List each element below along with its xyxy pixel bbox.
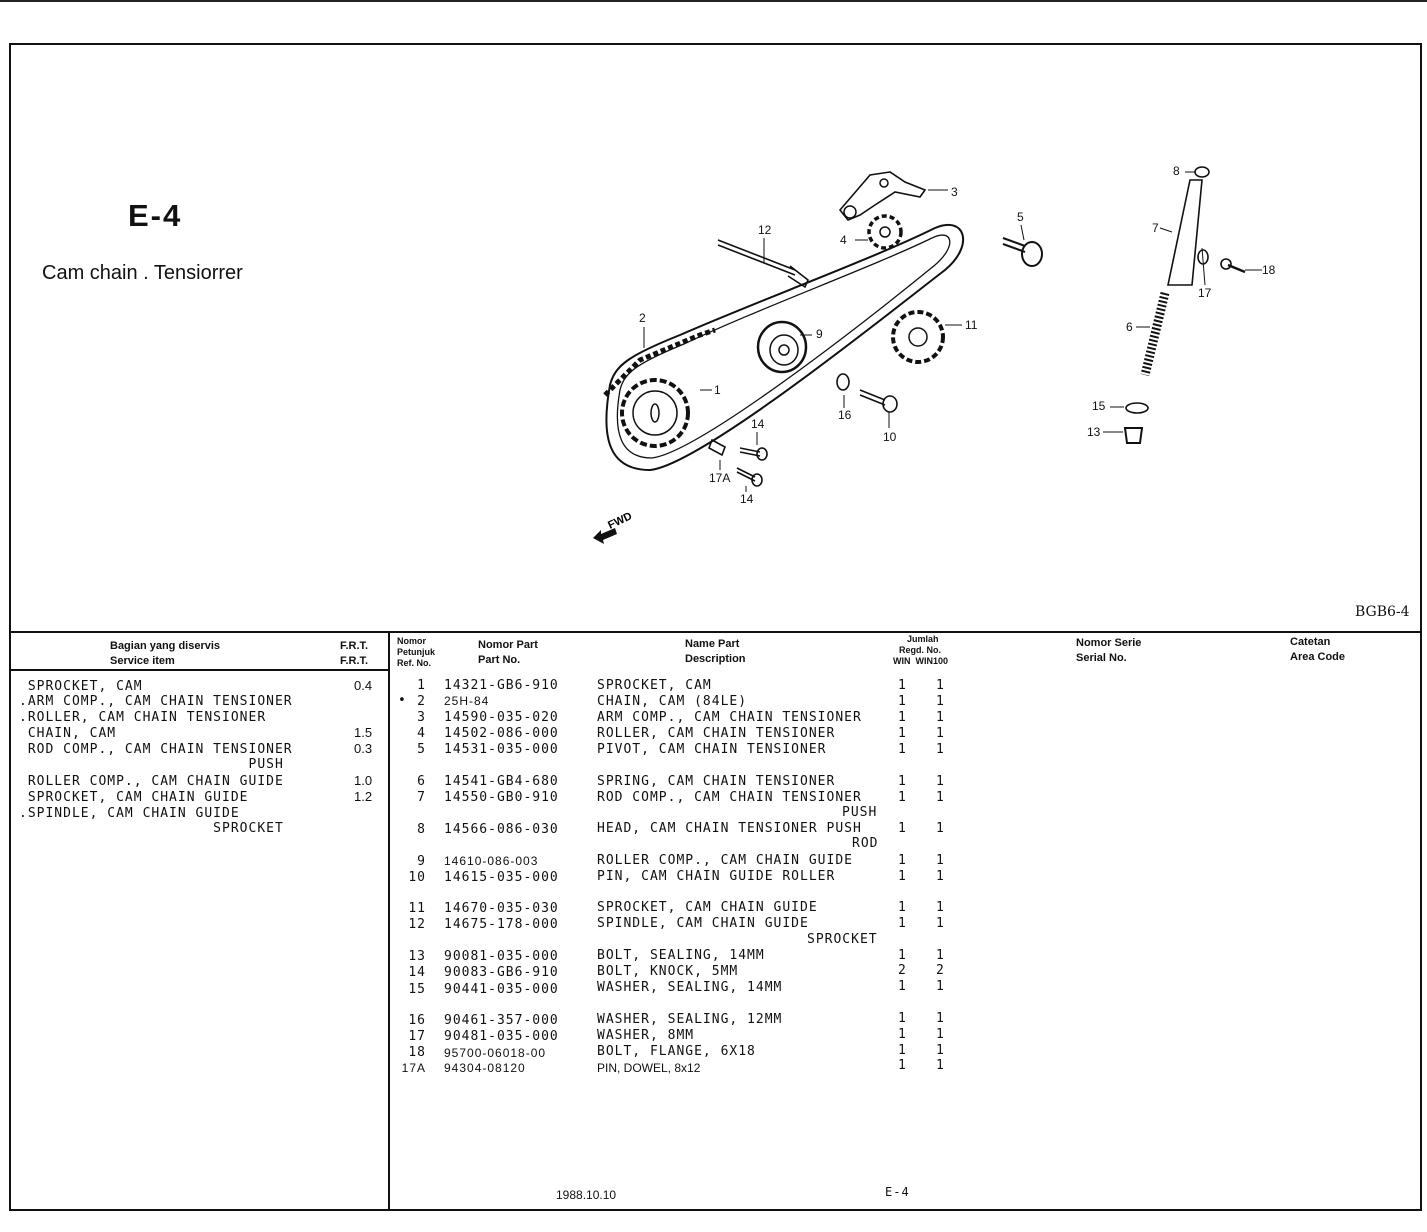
callout-3: 3 — [951, 185, 958, 199]
new-part-mark: • — [398, 693, 407, 708]
service-item: PUSH — [19, 757, 284, 772]
header-service-item-id: Bagian yang diservis — [110, 640, 221, 652]
tensioner-spring — [1140, 291, 1170, 377]
left-header-rule — [9, 669, 390, 671]
header-desc-en: Description — [685, 653, 746, 665]
header-area-id: Catetan — [1290, 636, 1331, 648]
guide-sprocket — [891, 310, 945, 364]
callout-16: 16 — [838, 408, 852, 422]
tensioner-arm — [838, 171, 927, 221]
forward-arrow-icon — [593, 528, 617, 544]
header-service-item-en: Service item — [110, 655, 175, 667]
frt-value: 1.2 — [354, 789, 373, 804]
header-ref-1: Nomor — [397, 636, 426, 646]
callout-10: 10 — [883, 430, 897, 444]
service-item: .ARM COMP., CAM CHAIN TENSIONER — [19, 694, 293, 709]
cam-chain — [605, 223, 964, 472]
callout-numbers: 1 2 3 4 5 6 7 8 9 10 11 12 13 14 14 15 1… — [639, 164, 1276, 506]
header-part-no-id: Nomor Part — [478, 639, 538, 651]
header-qty-en: Regd. No. — [899, 645, 941, 655]
callout-1: 1 — [714, 383, 721, 397]
callout-14a: 14 — [751, 417, 765, 431]
service-item: .SPINDLE, CAM CHAIN GUIDE — [19, 806, 240, 821]
footer-page: E-4 — [885, 1185, 910, 1199]
header-frt-en: F.R.T. — [340, 655, 369, 667]
header-ref-2: Petunjuk — [397, 647, 436, 657]
footer-date: 1988.10.10 — [556, 1188, 617, 1202]
header-area-en: Area Code — [1290, 651, 1346, 663]
callout-13: 13 — [1087, 425, 1101, 439]
callout-17a: 17A — [709, 471, 730, 485]
callout-2: 2 — [639, 311, 646, 325]
service-item: ROD COMP., CAM CHAIN TENSIONER — [19, 742, 293, 757]
callout-14b: 14 — [740, 492, 754, 506]
section-title: Cam chain . Tensiorrer — [42, 262, 243, 284]
header-serial-id: Nomor Serie — [1076, 637, 1142, 649]
cam-sprocket — [620, 378, 690, 448]
header-serial-en: Serial No. — [1076, 652, 1127, 664]
service-item: SPROCKET, CAM — [19, 679, 143, 694]
frt-value: 0.3 — [354, 741, 373, 756]
callout-7: 7 — [1152, 221, 1159, 235]
service-item: .ROLLER, CAM CHAIN TENSIONER — [19, 710, 267, 725]
callout-8: 8 — [1173, 164, 1180, 178]
callout-9: 9 — [816, 327, 823, 341]
drawing-code: BGB6-4 — [1355, 604, 1410, 620]
callout-17: 17 — [1198, 286, 1212, 300]
callout-12: 12 — [758, 223, 772, 237]
page-frame — [9, 43, 1422, 1211]
callout-15: 15 — [1092, 399, 1106, 413]
header-qty-models: WIN WIN100 — [893, 656, 949, 666]
callout-6: 6 — [1126, 320, 1133, 334]
header-part-no-en: Part No. — [478, 654, 521, 666]
service-item: ROLLER COMP., CAM CHAIN GUIDE — [19, 774, 284, 789]
callout-5: 5 — [1017, 210, 1024, 224]
section-code: E-4 — [128, 198, 183, 233]
header-frt-id: F.R.T. — [340, 640, 369, 652]
guide-spindle — [717, 239, 809, 289]
guide-roller — [756, 320, 808, 374]
tensioner-pivot — [1002, 237, 1026, 253]
service-item: SPROCKET, CAM CHAIN GUIDE — [19, 790, 249, 805]
service-item: SPROCKET — [19, 821, 284, 836]
service-item: CHAIN, CAM — [19, 726, 117, 741]
frt-value: 1.0 — [354, 773, 373, 788]
column-divider — [388, 631, 390, 1211]
header-qty-id: Jumlah — [907, 634, 939, 644]
callout-11: 11 — [965, 318, 978, 332]
header-desc-id: Name Part — [685, 638, 740, 650]
fwd-label: FWD — [606, 510, 634, 531]
table-top-rule — [9, 631, 1422, 633]
exploded-diagram: FWD 1 2 3 4 5 6 7 8 9 10 11 12 13 14 14 … — [593, 164, 1276, 544]
header-ref-3: Ref. No. — [397, 658, 432, 668]
frt-value: 0.4 — [354, 678, 373, 693]
frt-value: 1.5 — [354, 725, 373, 740]
push-rod — [1167, 179, 1203, 286]
callout-4: 4 — [840, 233, 847, 247]
top-rule — [0, 0, 1427, 2]
tensioner-roller — [867, 214, 903, 250]
callout-18: 18 — [1262, 263, 1276, 277]
